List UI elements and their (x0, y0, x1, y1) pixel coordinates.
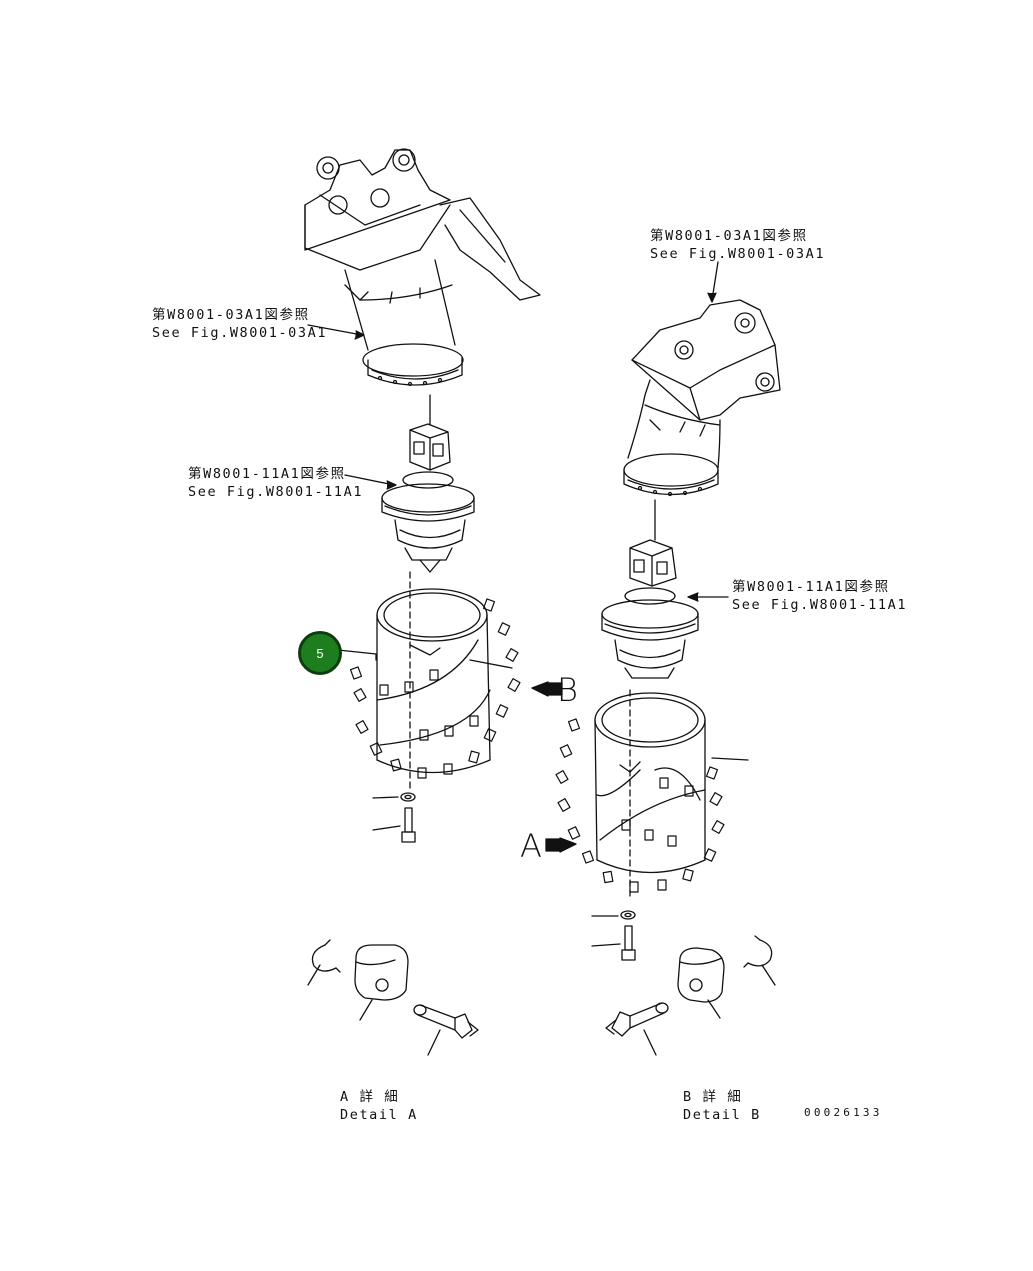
reference-en: See Fig.W8001-11A1 (732, 597, 908, 613)
leader-circlip-b (761, 964, 776, 986)
detail-en: Detail B (683, 1107, 761, 1123)
detail-jp: B 詳 細 (683, 1089, 743, 1105)
detail-jp: A 詳 細 (340, 1089, 400, 1105)
reference-label-motor-left: 第W8001-11A1図参照 See Fig.W8001-11A1 (188, 465, 363, 501)
cutting-drum-left (349, 588, 521, 779)
reference-label-arm-left: 第W8001-03A1図参照 See Fig.W8001-03A1 (152, 306, 327, 342)
circlip-b (743, 935, 773, 968)
view-arrow-a (545, 837, 577, 853)
leader-drum-left (469, 659, 513, 669)
tooth-holder-b (677, 947, 725, 1003)
reference-jp: 第W8001-11A1図参照 (188, 466, 346, 482)
washer-right (620, 910, 636, 920)
cutter-pick-a (413, 1004, 479, 1039)
bolt-right (621, 925, 636, 961)
part-callout-5[interactable]: 5 (298, 631, 342, 675)
washer-left (400, 792, 416, 802)
reference-jp: 第W8001-03A1図参照 (152, 307, 310, 323)
reference-label-arm-right: 第W8001-03A1図参照 See Fig.W8001-03A1 (650, 227, 825, 263)
view-arrow-b (531, 681, 563, 697)
leader-drum-right (711, 757, 749, 761)
detail-caption-b: B 詳 細 Detail B (683, 1088, 761, 1124)
view-label-b: B (557, 671, 578, 709)
leader-callout-5 (337, 649, 377, 661)
detail-caption-a: A 詳 細 Detail A (340, 1088, 418, 1124)
leader-holder-a (359, 999, 373, 1021)
reference-leaders (307, 261, 729, 602)
callout-number: 5 (316, 645, 324, 661)
drawing-code: 00026133 (804, 1106, 883, 1119)
leader-bolt-left (372, 825, 401, 831)
leader-bolt-right (591, 943, 621, 947)
cutter-pick-b (605, 1002, 669, 1037)
drive-motor-right (601, 539, 699, 679)
leader-washer-left (372, 796, 399, 799)
detail-en: Detail A (340, 1107, 418, 1123)
leader-holder-b (707, 999, 721, 1019)
arm-assembly-right (623, 299, 781, 497)
leader-circlip-a (307, 964, 321, 986)
reference-label-motor-right: 第W8001-11A1図参照 See Fig.W8001-11A1 (732, 578, 907, 614)
view-label-a: A (520, 827, 542, 865)
arm-assembly-left (304, 148, 541, 387)
leader-pick-a (427, 1029, 441, 1056)
reference-en: See Fig.W8001-03A1 (650, 246, 826, 262)
reference-en: See Fig.W8001-03A1 (152, 325, 328, 341)
tooth-holder-a (354, 944, 409, 1001)
reference-jp: 第W8001-03A1図参照 (650, 228, 808, 244)
cutting-drum-right (555, 692, 725, 893)
leader-pick-b (643, 1029, 657, 1056)
drive-motor-left (381, 423, 475, 573)
circlip-a (311, 939, 341, 973)
reference-en: See Fig.W8001-11A1 (188, 484, 364, 500)
reference-jp: 第W8001-11A1図参照 (732, 579, 890, 595)
bolt-left (401, 807, 416, 843)
